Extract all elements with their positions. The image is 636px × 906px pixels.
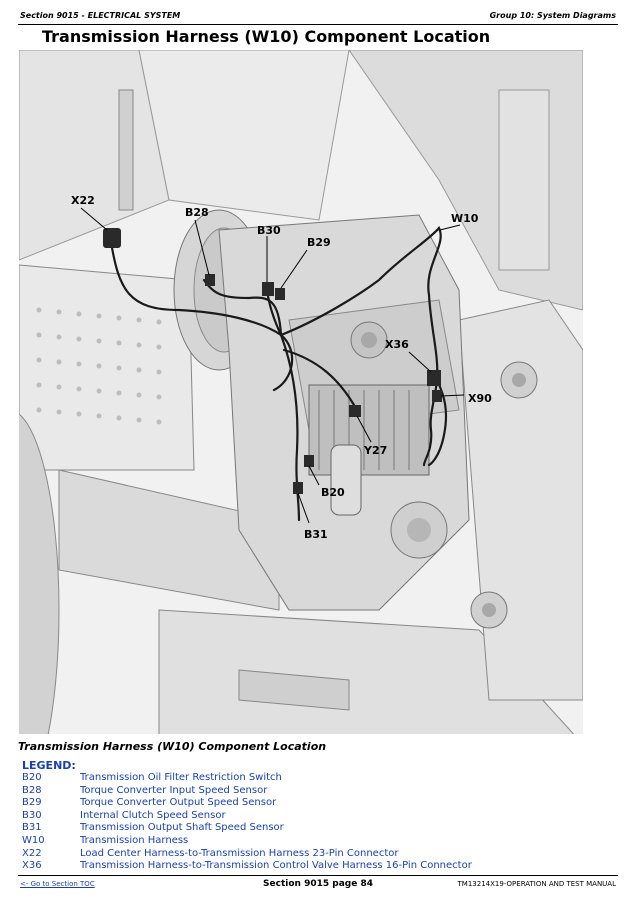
- legend-code: B31: [22, 822, 42, 834]
- legend-code: B28: [22, 784, 42, 796]
- y27-callout: Y27: [363, 444, 387, 457]
- legend-desc: Internal Clutch Speed Sensor: [80, 809, 226, 821]
- legend-code: W10: [22, 834, 45, 846]
- legend-code: B30: [22, 809, 42, 821]
- header-rule: [18, 24, 618, 25]
- x36-callout: X36: [385, 338, 409, 351]
- b20-callout: B20: [321, 486, 345, 499]
- x22-connector-icon: [103, 228, 121, 248]
- b28-callout: B28: [185, 206, 209, 219]
- legend-row: X22 Load Center Harness-to-Transmission H…: [22, 848, 622, 861]
- page-title: Transmission Harness (W10) Component Loc…: [42, 27, 491, 46]
- legend-row: B20 Transmission Oil Filter Restriction S…: [22, 772, 622, 785]
- page-header: Section 9015 - ELECTRICAL SYSTEM Group 1…: [0, 0, 636, 26]
- w10-callout: W10: [451, 212, 479, 225]
- figure-caption: Transmission Harness (W10) Component Loc…: [18, 740, 327, 753]
- legend: B20 Transmission Oil Filter Restriction S…: [22, 772, 622, 873]
- legend-row: B29 Torque Converter Output Speed Sensor: [22, 797, 622, 810]
- legend-desc: Torque Converter Input Speed Sensor: [80, 784, 268, 796]
- b29-callout: B29: [307, 236, 331, 249]
- go-to-toc-link[interactable]: <- Go to Section TOC: [20, 880, 95, 888]
- b30-sensor-icon: [262, 282, 274, 296]
- b28-sensor-icon: [205, 274, 215, 286]
- y27-valve-icon: [349, 405, 361, 417]
- b20-switch-icon: [304, 455, 314, 467]
- footer-rule: [18, 875, 618, 876]
- legend-desc: Transmission Output Shaft Speed Sensor: [80, 822, 284, 834]
- legend-heading: LEGEND:: [22, 759, 76, 772]
- b30-callout: B30: [257, 224, 281, 237]
- component-location-figure: X22 B28 B30 B29 W10 X36 X90 Y27 B20 B31: [19, 50, 583, 734]
- machine-illustration: X22 B28 B30 B29 W10 X36 X90 Y27 B20 B31: [19, 50, 583, 734]
- legend-desc: Torque Converter Output Speed Sensor: [80, 797, 277, 809]
- legend-code: B29: [22, 797, 42, 809]
- section-label: Section 9015 - ELECTRICAL SYSTEM: [20, 11, 181, 20]
- manual-id: TM13214X19-OPERATION AND TEST MANUAL: [457, 880, 616, 888]
- legend-row: B28 Torque Converter Input Speed Sensor: [22, 785, 622, 798]
- legend-row: B30 Internal Clutch Speed Sensor: [22, 810, 622, 823]
- legend-row: B31 Transmission Output Shaft Speed Senso…: [22, 822, 622, 835]
- b31-sensor-icon: [293, 482, 303, 494]
- legend-desc: Transmission Oil Filter Restriction Swit…: [80, 772, 282, 783]
- x22-callout: X22: [71, 194, 95, 207]
- legend-desc: Load Center Harness-to-Transmission Harn…: [80, 847, 399, 859]
- x90-connector-icon: [432, 390, 442, 402]
- page-footer: <- Go to Section TOC Section 9015 page 8…: [0, 872, 636, 906]
- legend-row: W10 Transmission Harness: [22, 835, 622, 848]
- legend-desc: Transmission Harness: [80, 834, 189, 846]
- b29-sensor-icon: [275, 288, 285, 300]
- group-label: Group 10: System Diagrams: [489, 11, 616, 20]
- b31-callout: B31: [304, 528, 328, 541]
- x90-callout: X90: [468, 392, 492, 405]
- x36-connector-icon: [427, 370, 441, 386]
- page-number: Section 9015 page 84: [263, 879, 373, 889]
- legend-row: X36 Transmission Harness-to-Transmission …: [22, 860, 622, 873]
- legend-code: X36: [22, 860, 42, 872]
- legend-code: X22: [22, 847, 42, 859]
- legend-code: B20: [22, 772, 42, 783]
- legend-desc: Transmission Harness-to-Transmission Con…: [80, 860, 472, 872]
